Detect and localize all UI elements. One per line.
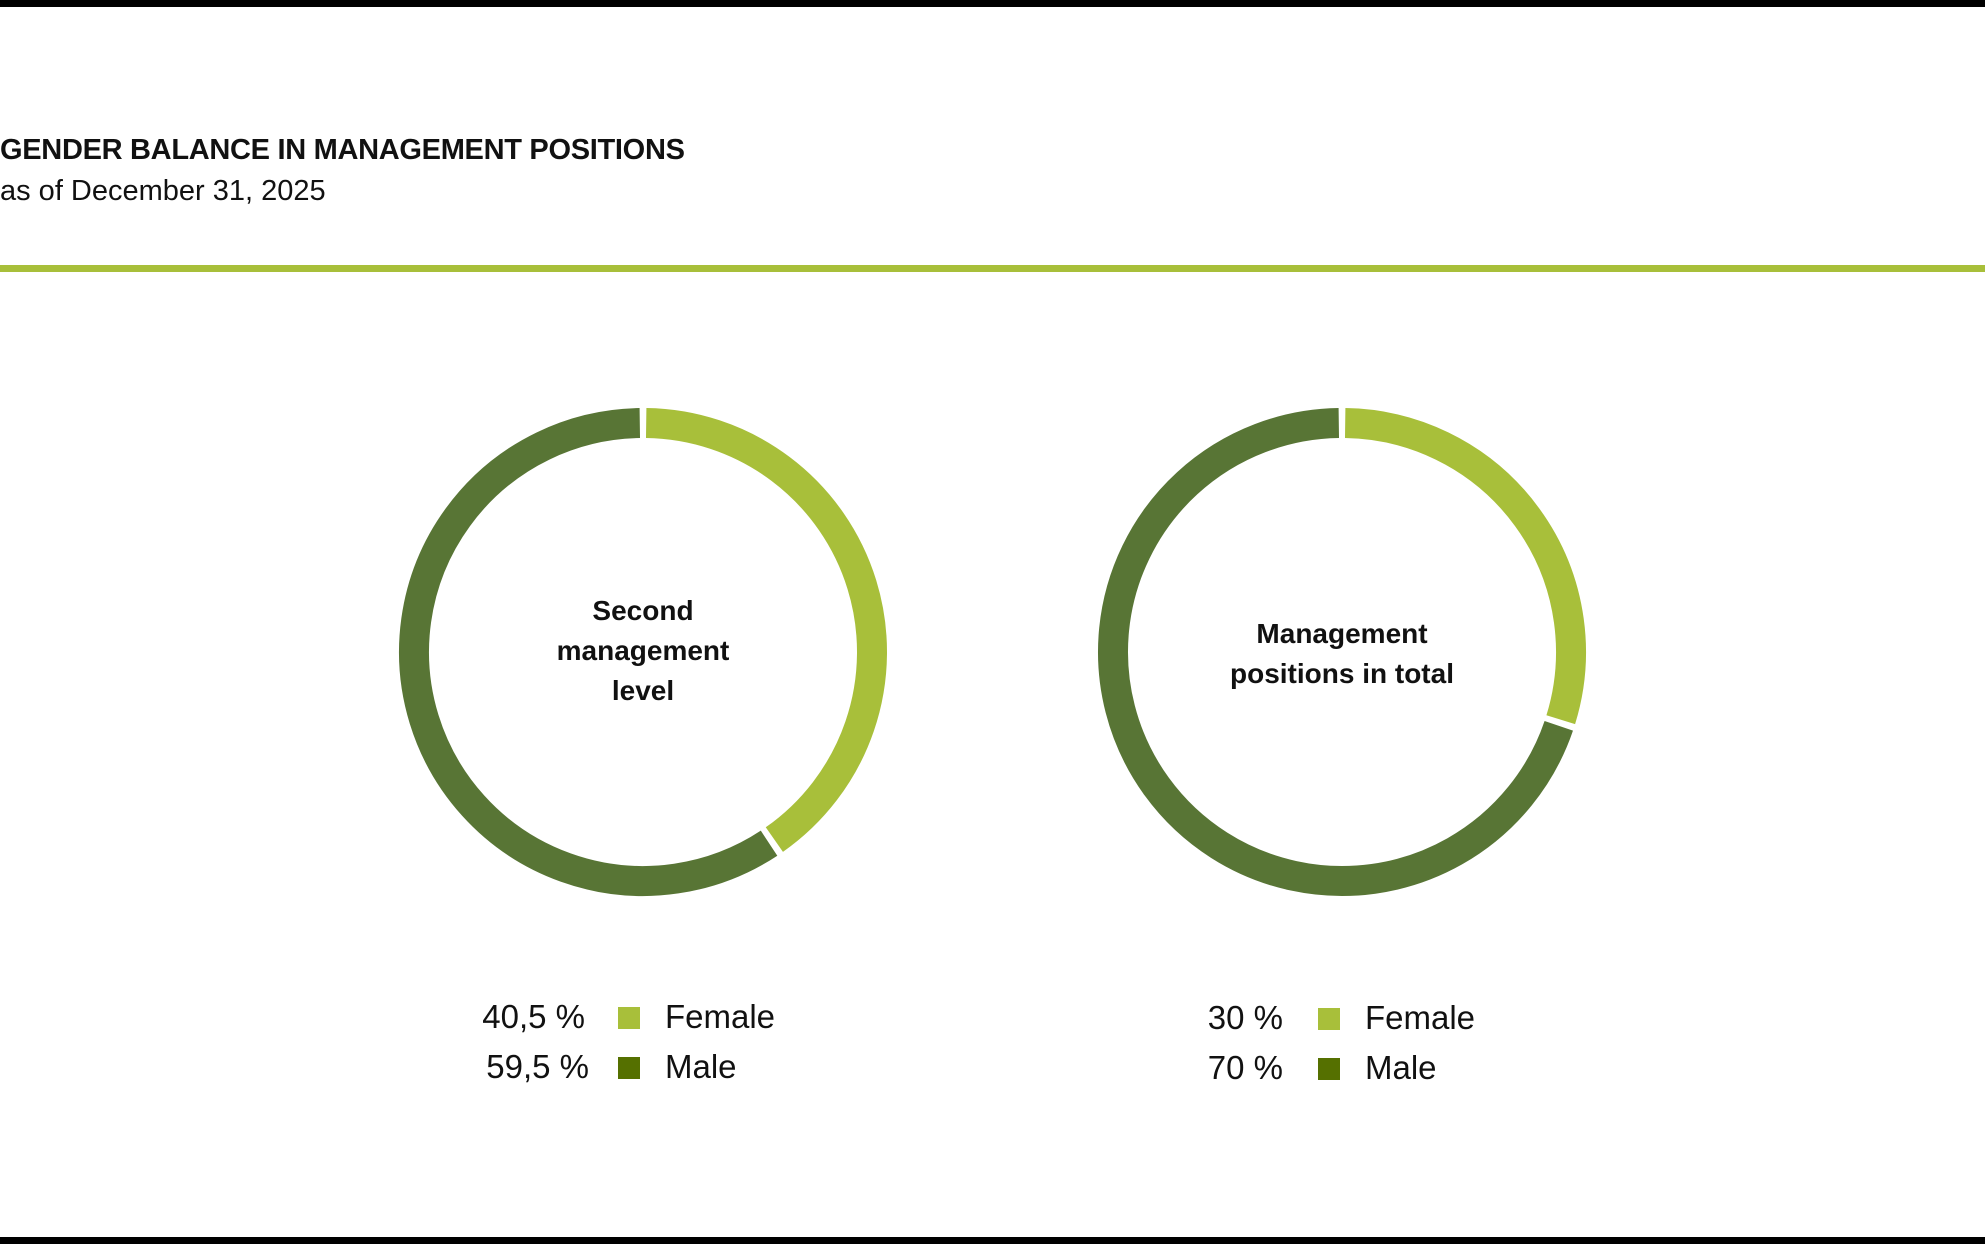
donut-1-slice-male (399, 408, 778, 896)
top-border (0, 0, 1985, 7)
header-divider (0, 265, 1985, 272)
legend-label: Female (1365, 999, 1476, 1036)
legend-swatch-female (1318, 1008, 1340, 1030)
legend-value: 59,5 % (486, 1048, 589, 1085)
donut-2-center-label: Management positions in total (1192, 614, 1492, 694)
donut-1-center-label: Second management level (493, 591, 793, 711)
chart-title: GENDER BALANCE IN MANAGEMENT POSITIONS (0, 134, 685, 166)
center-label-line: positions in total (1230, 658, 1454, 689)
legend-value: 70 % (1207, 1049, 1283, 1086)
legend-swatch-male (1318, 1058, 1340, 1080)
legend-value: 40,5 % (482, 998, 585, 1035)
chart-subtitle: as of December 31, 2025 (0, 175, 326, 207)
legend-label: Male (665, 1048, 737, 1085)
legend-label: Male (1365, 1049, 1437, 1086)
center-label-line: level (611, 675, 675, 706)
donut-2-slice-female (1344, 408, 1586, 725)
donut-1-slice-female (645, 408, 887, 852)
donut-2-slice-male (1098, 408, 1573, 896)
center-label-line: Management (1256, 618, 1428, 649)
center-label-line: Second (592, 595, 694, 626)
bottom-border (0, 1237, 1985, 1244)
legend-swatch-male (618, 1057, 640, 1079)
legend-label: Female (665, 998, 776, 1035)
legend-value: 30 % (1207, 999, 1283, 1036)
legend-swatch-female (618, 1007, 640, 1029)
center-label-line: management (556, 635, 730, 666)
